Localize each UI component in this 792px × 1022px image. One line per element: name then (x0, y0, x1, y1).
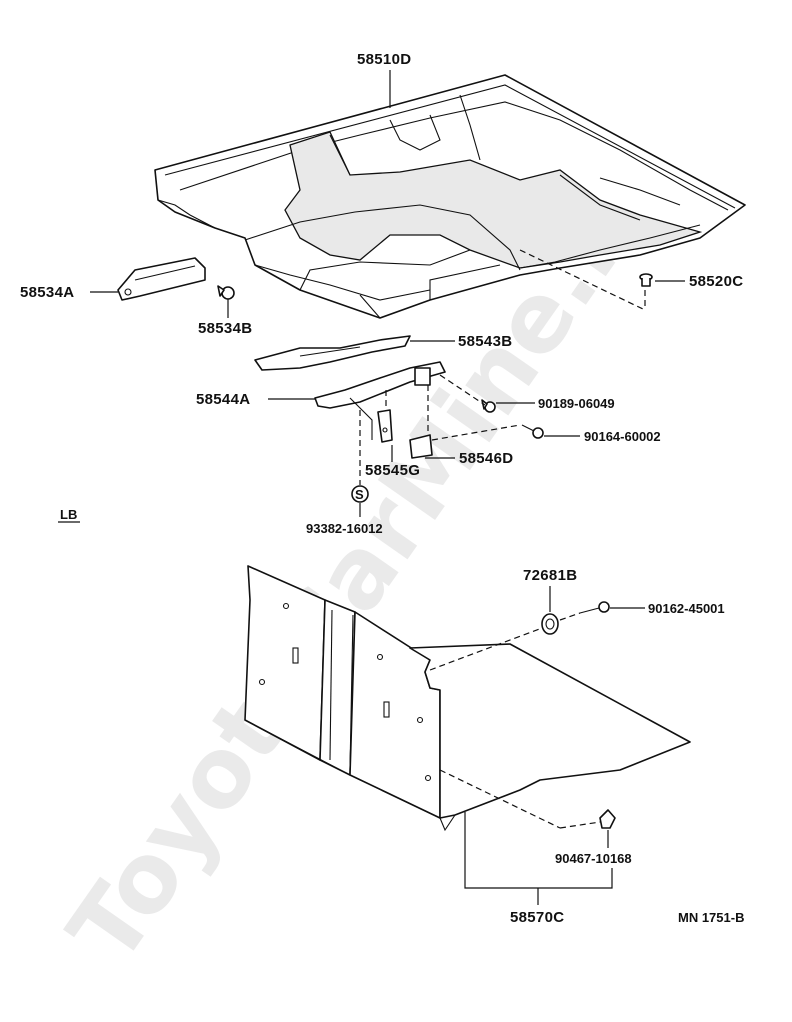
label-58543B: 58543B (458, 333, 512, 350)
grommet-72681B (541, 613, 559, 635)
dash-90467-b (559, 821, 601, 829)
label-58534A: 58534A (20, 284, 74, 301)
label-90189-06049: 90189-06049 (538, 396, 615, 411)
dash-90162 (559, 612, 581, 621)
label-58510D: 58510D (357, 51, 411, 68)
clip-58534B (217, 285, 235, 300)
bolt-90164-60002 (521, 424, 544, 439)
label-90164-60002: 90164-60002 (584, 429, 661, 444)
dash-90164 (431, 424, 521, 441)
bracket-58544A (314, 361, 446, 440)
label-58520C: 58520C (689, 273, 743, 290)
bracket-58543B (254, 335, 411, 371)
label-58534B: 58534B (198, 320, 252, 337)
clip-90467-10168 (599, 809, 616, 829)
label-58546D: 58546D (459, 450, 513, 467)
seal-93382 (351, 485, 369, 503)
label-90467-10168: 90467-10168 (555, 851, 632, 866)
label-58570C: 58570C (510, 909, 564, 926)
label-58545G: 58545G (365, 462, 420, 479)
cover-58570C (244, 565, 691, 832)
label-90162-45001: 90162-45001 (648, 601, 725, 616)
figure-code: MN 1751-B (678, 910, 744, 925)
bracket-58534A (117, 257, 206, 301)
dash-58520C-b (519, 249, 646, 311)
bracket-58545G (377, 409, 393, 443)
screw-90162-45001 (579, 601, 610, 614)
label-93382-16012: 93382-16012 (306, 521, 383, 536)
bracket-58546D (409, 434, 433, 459)
dash-90467 (439, 769, 561, 829)
section-label: LB (60, 507, 77, 522)
label-58544A: 58544A (196, 391, 250, 408)
floor-pan-assembly (154, 74, 746, 319)
plug-58520C (639, 273, 653, 287)
label-72681B: 72681B (523, 567, 577, 584)
dash-90189 (439, 374, 486, 406)
seal-symbol: S (355, 487, 364, 502)
